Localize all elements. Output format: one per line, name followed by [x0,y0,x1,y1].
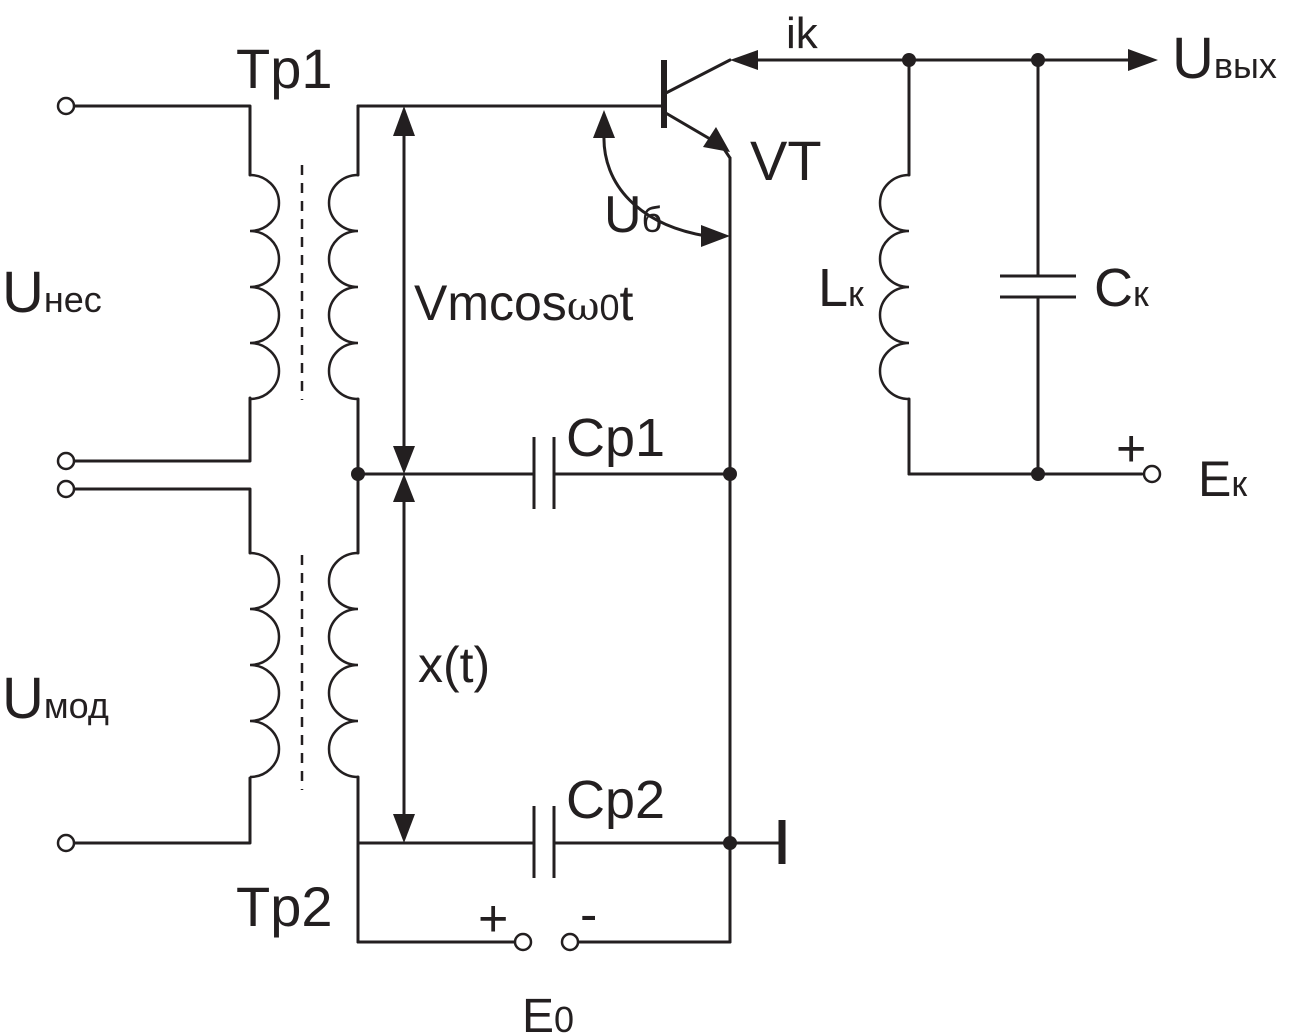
output-bus [730,49,1158,71]
primary-wiring [71,104,252,845]
voltage-arrows [393,106,415,843]
label-cp2: Cp2 [566,770,665,830]
ik-arrow [730,50,758,70]
terminal-carrier-bottom [56,451,76,471]
transistor-vt [661,58,732,160]
tr1-secondary-winding [327,173,359,401]
label-ek-plus: + [1116,420,1146,478]
capacitor-ck [1000,274,1076,299]
ub-arrow [593,110,730,247]
junction-dots [351,53,1045,850]
label-lk: Lк [818,258,864,318]
label-vt: VT [750,129,822,192]
label-cp1: Cp1 [566,408,665,468]
terminal-mod-top [56,479,76,499]
vt-collector-lead [662,58,732,96]
label-ik: ik [786,9,819,58]
secondary-wiring [356,104,784,944]
vt-emitter-arrow [703,127,730,152]
label-vm-cos: Vmcosω0t [414,275,633,331]
label-ek: Eк [1198,451,1247,507]
terminal-e0-minus [560,932,580,952]
tr2-secondary-winding [327,551,359,779]
transformer-tr2 [249,551,359,790]
label-ck: Cк [1094,258,1149,318]
transformer-tr1 [249,165,359,401]
terminal-carrier-top [56,96,76,116]
terminals [56,96,1162,952]
tr1-primary-winding [249,173,281,401]
label-xt: x(t) [418,637,490,693]
label-u-mod: Uмод [2,666,109,731]
label-u-carrier: Uнес [2,260,102,325]
terminal-e0-plus [513,932,533,952]
terminal-ek [1142,464,1162,484]
capacitor-cp1 [532,437,556,509]
label-e0-plus: + [478,890,508,948]
terminal-mod-bottom [56,833,76,853]
label-e0: E0 [522,990,574,1036]
tr2-primary-winding [249,551,281,779]
tank-circuit [878,58,1144,476]
label-tr2: Tp2 [236,875,333,938]
label-u-out: Uвых [1172,26,1277,91]
capacitor-cp2 [532,806,556,878]
inductor-lk [878,173,910,401]
label-u-base: Uб [604,186,662,244]
label-e0-minus: - [580,886,597,944]
u-out-arrow [1128,49,1158,71]
label-tr1: Tp1 [236,37,333,100]
